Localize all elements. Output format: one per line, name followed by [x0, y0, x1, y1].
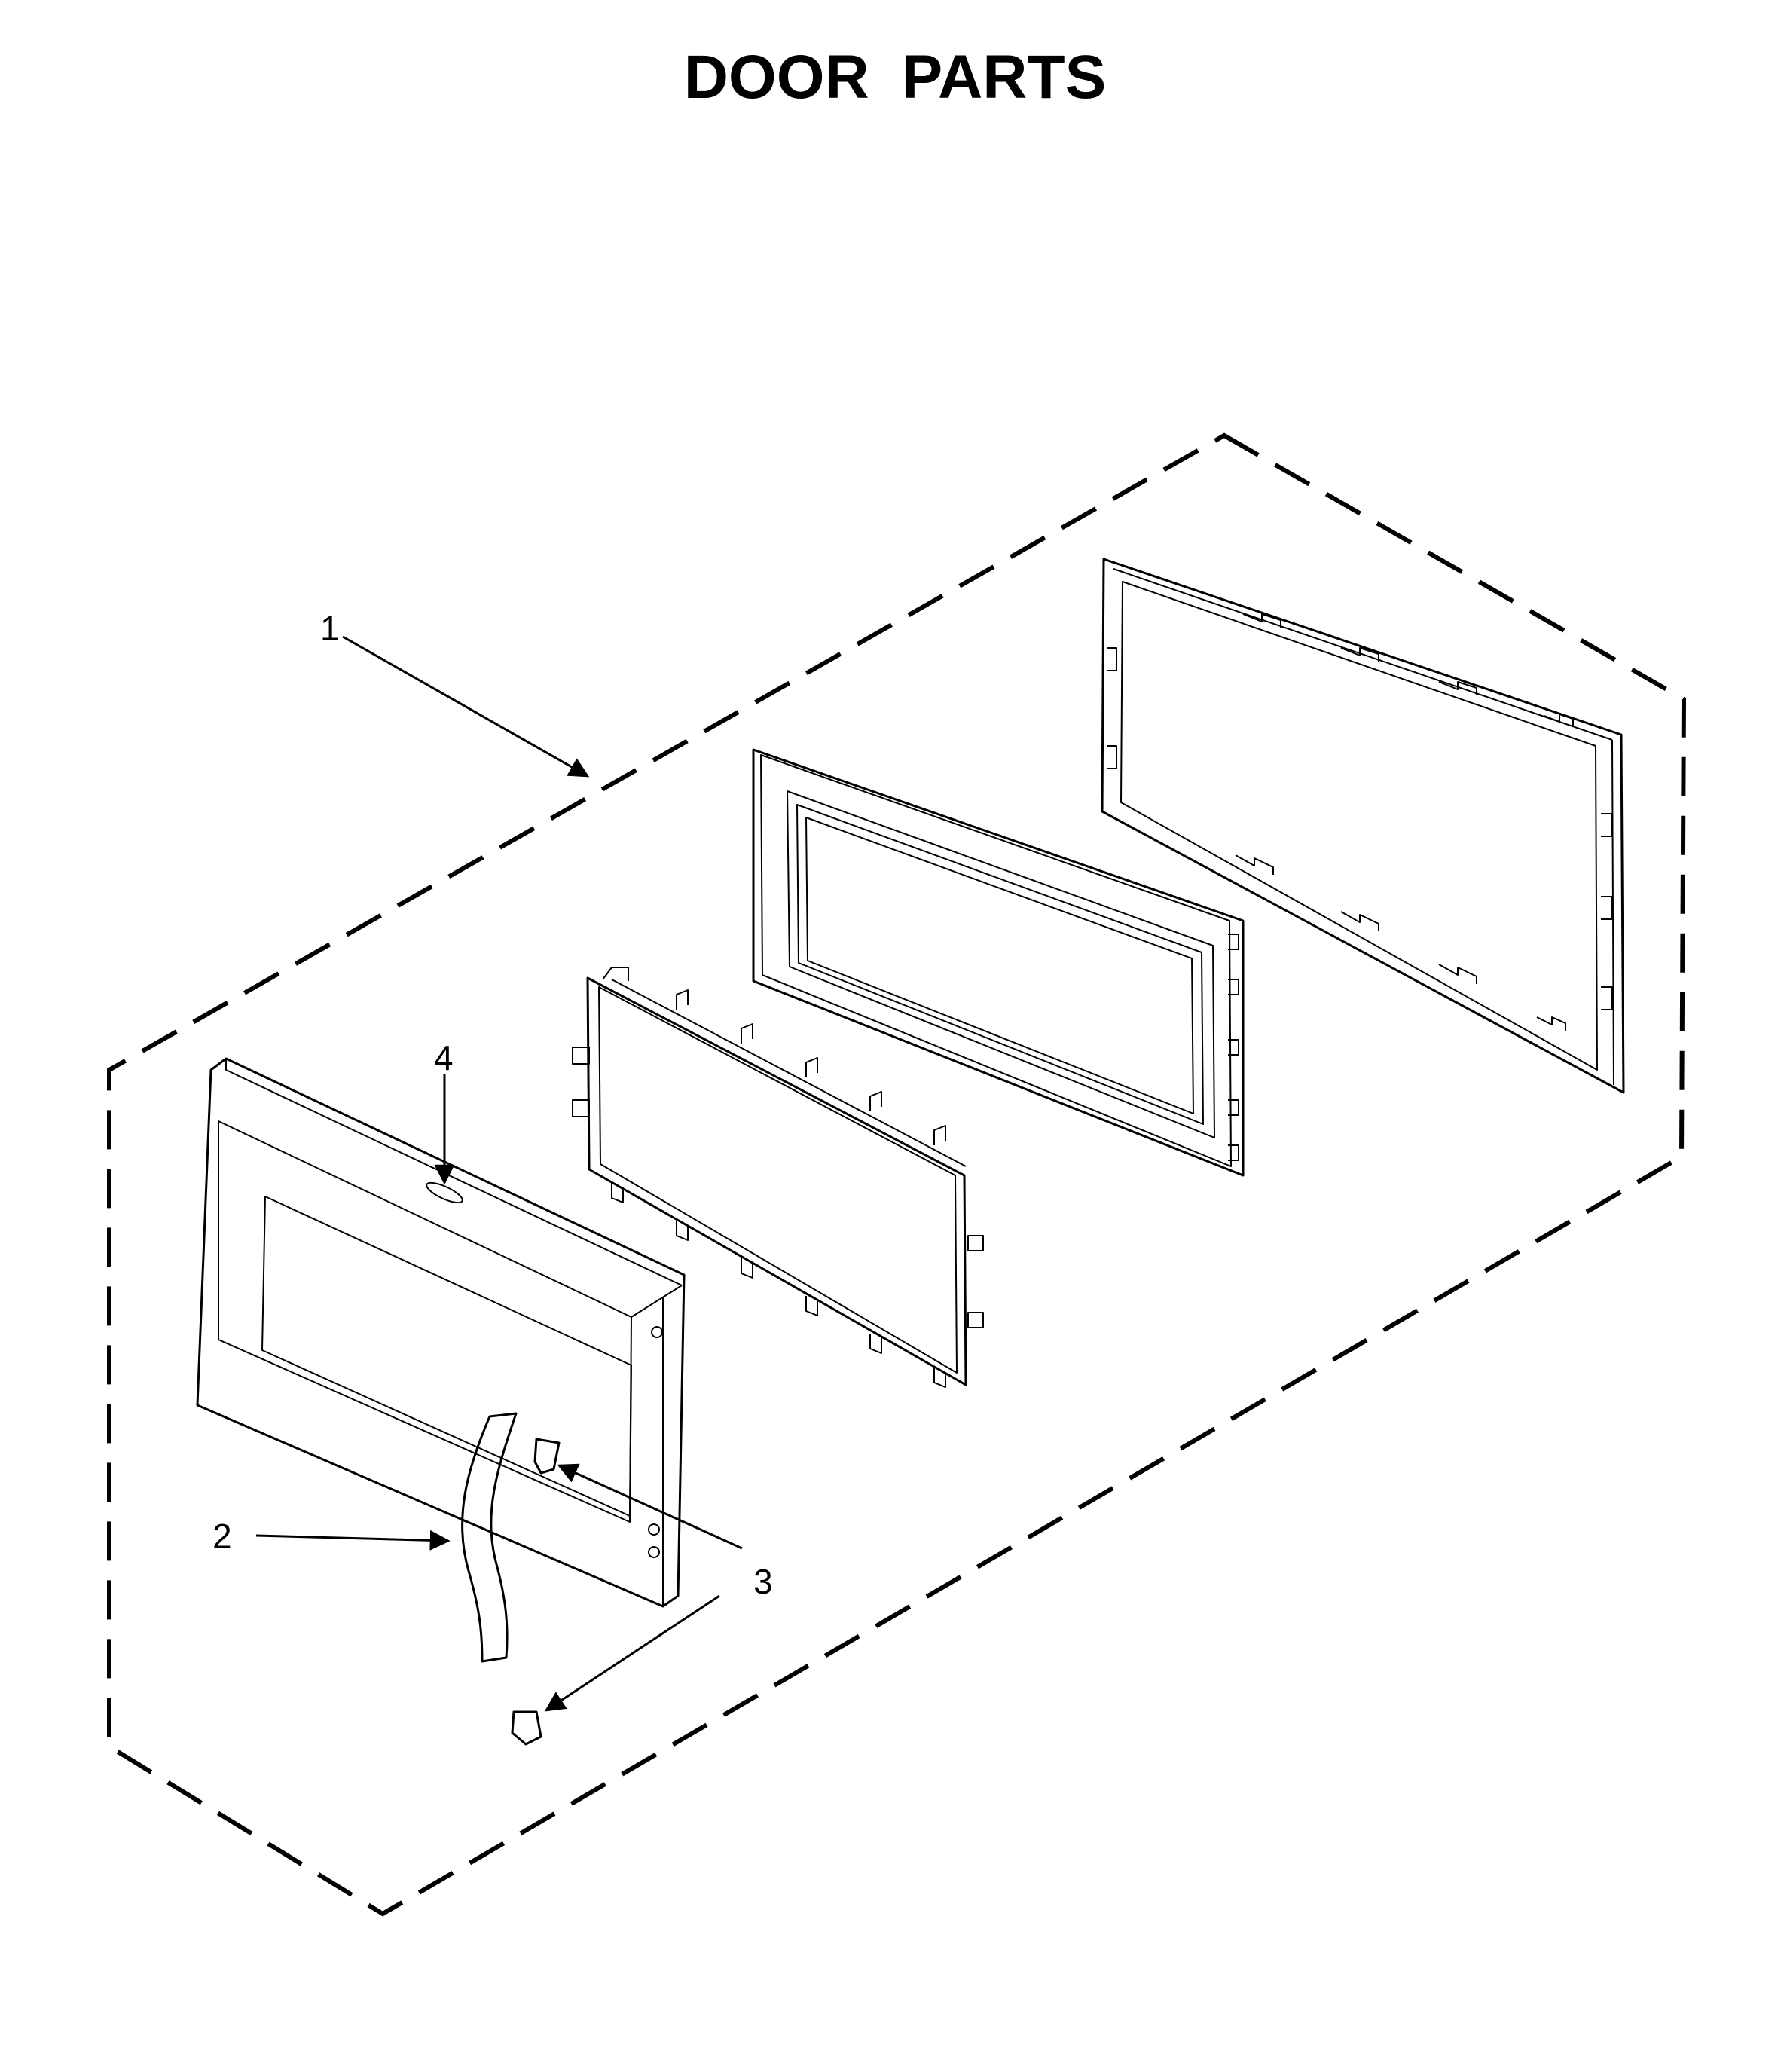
leader-line-3b: [544, 1594, 720, 1712]
leader-line-3a: [557, 1463, 743, 1550]
door-inner-panel: [752, 748, 1245, 1177]
door-back-frame: [1101, 558, 1625, 1094]
door-handle: [461, 1412, 518, 1663]
leader-line-1: [342, 635, 590, 778]
door-outer-front: [196, 1057, 686, 1608]
assembly-boundary: [107, 432, 1687, 1917]
hinge-pad-lower: [511, 1710, 542, 1746]
hinge-pad-upper: [533, 1438, 561, 1475]
callout-4: 4: [434, 1038, 454, 1077]
callout-3: 3: [753, 1562, 773, 1601]
door-window-screen: [572, 967, 984, 1388]
page-title: DOOR PARTS: [683, 43, 1107, 112]
callout-1: 1: [320, 609, 340, 648]
leader-line-2: [255, 1530, 451, 1551]
callout-2: 2: [212, 1517, 232, 1556]
